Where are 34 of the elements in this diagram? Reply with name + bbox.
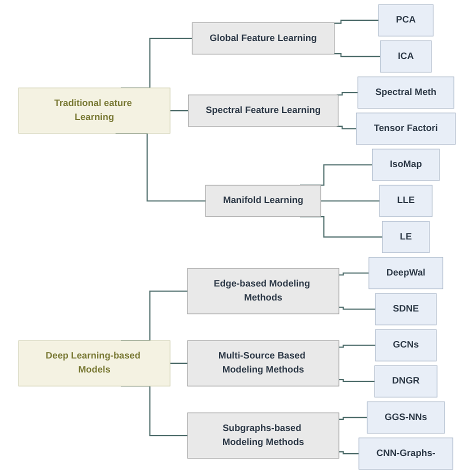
node-box: Multi-Source Based Modeling Methods: [187, 340, 340, 386]
connector: [336, 126, 356, 130]
node-box: Manifold Learning: [205, 184, 322, 217]
node-box: ICA: [380, 40, 432, 72]
connector: [170, 110, 188, 112]
node-box: GCNs: [375, 329, 437, 362]
node-box: DeepWal: [368, 257, 444, 290]
node-box: PCA: [378, 4, 434, 36]
node-box: Subgraphs-based Modeling Methods: [187, 412, 340, 459]
connector: [338, 344, 376, 348]
connector: [338, 378, 375, 382]
connector: [338, 416, 368, 420]
node-box: IsoMap: [372, 148, 440, 181]
node-box: GGS-NNs: [366, 402, 445, 434]
connector: [170, 362, 188, 364]
connector: [334, 20, 379, 24]
node-box: Spectral Feature Learning: [188, 94, 338, 127]
connector: [320, 200, 380, 202]
node-box: LE: [382, 221, 430, 253]
node-box: CNN-Graphs-: [358, 438, 454, 470]
node-box: LLE: [379, 184, 432, 217]
node-box: SDNE: [375, 293, 437, 326]
connector: [338, 272, 369, 276]
node-box: Edge-based Modeling Methods: [187, 268, 340, 314]
connector: [338, 451, 359, 454]
node-box: Traditional eature Learning: [18, 88, 170, 134]
connector: [334, 53, 380, 58]
node-box: Deep Learning-based Models: [18, 340, 170, 386]
node-box: Tensor Factori: [356, 112, 456, 145]
connector: [336, 92, 358, 96]
connector: [338, 306, 376, 310]
node-box: Global Feature Learning: [192, 22, 335, 54]
node-box: Spectral Meth: [358, 76, 454, 109]
node-box: DNGR: [374, 365, 438, 398]
